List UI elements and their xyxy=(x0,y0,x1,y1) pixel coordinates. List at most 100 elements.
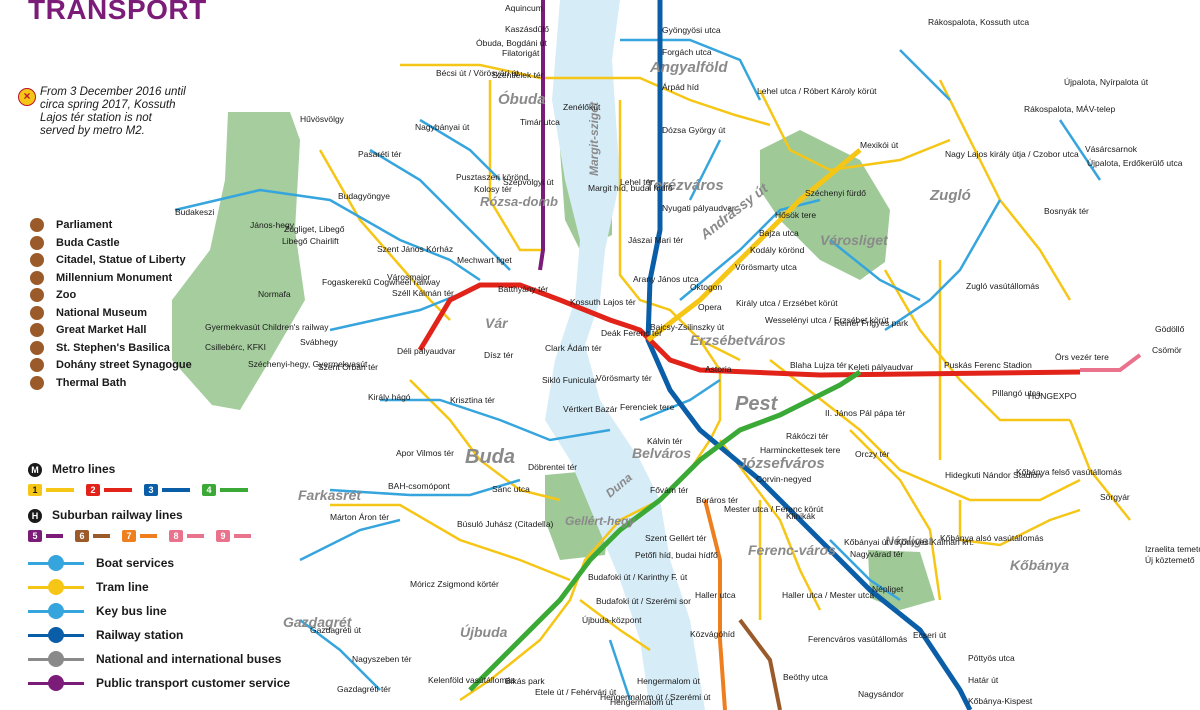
legend-item: Tram line xyxy=(28,579,149,596)
station-label: Opera xyxy=(698,302,722,312)
station-label: Pusztaszeri körönd xyxy=(456,172,529,182)
legend-item-label: Tram line xyxy=(96,580,149,594)
station-label: Izraelita temető xyxy=(1145,544,1200,554)
line-number-badge: 5 xyxy=(28,530,42,542)
station-label: Astoria xyxy=(705,364,732,374)
station-label: Gazdagréti tér xyxy=(337,684,391,694)
legend-line xyxy=(28,603,84,620)
station-label: Wesselényi utca / Erzsébet körút xyxy=(765,315,889,325)
station-label: Kelenföld vasútállomás xyxy=(428,675,515,685)
station-label: Budagyöngye xyxy=(338,191,390,201)
station-label: Jászai Mari tér xyxy=(628,235,683,245)
closure-notice-text: From 3 December 2016 until circa spring … xyxy=(40,86,186,137)
station-label: Boráros tér xyxy=(696,495,738,505)
suburban-line-5 xyxy=(538,0,545,271)
station-label: Haller utca xyxy=(695,590,736,600)
suburban-line-6 xyxy=(738,618,782,710)
station-label: Nagysándor xyxy=(858,689,904,699)
poi-legend-label: Thermal Bath xyxy=(56,376,127,389)
station-label: Bajza utca xyxy=(759,228,799,238)
district-label: Kőbánya xyxy=(1010,557,1069,573)
tram-lines xyxy=(318,63,1131,702)
line-bar xyxy=(93,534,110,538)
district-label: Margit-sziget xyxy=(587,101,601,176)
line-bar xyxy=(234,534,251,538)
station-label: Sörgyár xyxy=(1100,492,1130,502)
station-label: Dózsa György út xyxy=(662,125,726,135)
station-label: Szent János Kórház xyxy=(377,244,453,254)
station-label: Pasaréti tér xyxy=(358,149,402,159)
metro-lines xyxy=(417,0,1081,710)
station-label: Szent Gellért tér xyxy=(645,533,707,543)
station-label: Budakeszi xyxy=(175,207,214,217)
closure-notice: × From 3 December 2016 until circa sprin… xyxy=(18,86,188,138)
station-label: Keleti pályaudvar xyxy=(848,362,913,372)
station-label: Kőbánya felső vasútállomás xyxy=(1016,467,1122,477)
station-label: Batthyány tér xyxy=(498,284,548,294)
station-label: Harminckettesek tere xyxy=(760,445,841,455)
district-label: Vár xyxy=(485,315,509,331)
station-label: Márton Áron tér xyxy=(330,512,389,522)
line-swatch: 5 xyxy=(28,530,67,542)
district-label: Óbuda xyxy=(498,90,546,108)
legend-item: Boat services xyxy=(28,555,175,572)
district-label: Buda xyxy=(465,446,515,468)
district-label: Városliget xyxy=(820,232,889,248)
bath-icon xyxy=(30,375,44,390)
station-label: Hengermalom út xyxy=(610,697,673,707)
station-label: Petőfi híd, budai hídfő xyxy=(635,550,718,560)
legend-item-label: Boat services xyxy=(96,556,175,570)
district-label: Ferenc-város xyxy=(748,542,836,558)
station-label: Zugliget, Libegő xyxy=(284,224,345,234)
line-number-badge: 3 xyxy=(144,484,158,496)
synagogue-icon xyxy=(30,358,44,372)
line-swatch: 7 xyxy=(122,530,161,542)
station-label: Rákospalota, MÁV-telep xyxy=(1024,104,1115,114)
line-swatch: 2 xyxy=(86,484,136,496)
poi-legend-label: Parliament xyxy=(56,218,113,231)
monument-icon xyxy=(30,270,44,285)
station-label: Beöthy utca xyxy=(783,672,828,682)
poi-legend-item: Great Market Hall xyxy=(30,323,146,337)
station-label: Dísz tér xyxy=(484,350,513,360)
line-number-badge: 2 xyxy=(86,484,100,496)
station-label: Népliget xyxy=(872,584,904,594)
metro-line-m3 xyxy=(645,0,973,710)
station-label: Déli pályaudvar xyxy=(397,346,456,356)
line-number-badge: 4 xyxy=(202,484,216,496)
station-label: Klinikák xyxy=(786,511,816,521)
line-swatch: 9 xyxy=(216,530,255,542)
station-label: Vörösmarty tér xyxy=(596,373,652,383)
legend-item: Public transport customer service xyxy=(28,675,290,692)
station-label: Gyermekvasút Children's railway xyxy=(205,322,329,332)
district-label: Gellért-hegy xyxy=(565,514,636,528)
zoo-icon xyxy=(30,288,44,302)
station-label: Móricz Zsigmond körtér xyxy=(410,579,499,589)
station-label: Hősök tere xyxy=(775,210,816,220)
station-label: János-hegy xyxy=(250,220,295,230)
station-label: Árpád híd xyxy=(662,82,699,92)
station-label: Deák Ferenc tér xyxy=(601,328,662,338)
suburban-line-8-9 xyxy=(1080,353,1142,372)
line-number-badge: 1 xyxy=(28,484,42,496)
station-label: Rákospalota, Kossuth utca xyxy=(928,17,1029,27)
district-label: Pest xyxy=(735,393,779,415)
tram-icon xyxy=(48,579,64,596)
station-label: Király hágó xyxy=(368,392,411,402)
station-label: Döbrentei tér xyxy=(528,462,577,472)
bus-icon xyxy=(48,603,64,620)
station-label: Kossuth Lajos tér xyxy=(570,297,636,307)
metro-icon: M xyxy=(28,463,42,477)
station-label: Vörösmarty utca xyxy=(735,262,797,272)
poi-legend-item: Parliament xyxy=(30,218,112,232)
station-label: Lehel tér xyxy=(620,177,653,187)
station-label: Reiner Frigyes park xyxy=(834,318,909,328)
station-label: Király utca / Erzsébet körút xyxy=(736,298,838,308)
station-label: Apor Vilmos tér xyxy=(396,448,454,458)
station-label: Margit híd, budai hídfő xyxy=(588,183,673,193)
station-label: Szépvölgyi út xyxy=(503,177,554,187)
station-label: Csillebérc, KFKI xyxy=(205,342,266,352)
station-label: Ferencváros vasútállomás xyxy=(808,634,907,644)
poi-legend-item: Millennium Monument xyxy=(30,270,172,285)
